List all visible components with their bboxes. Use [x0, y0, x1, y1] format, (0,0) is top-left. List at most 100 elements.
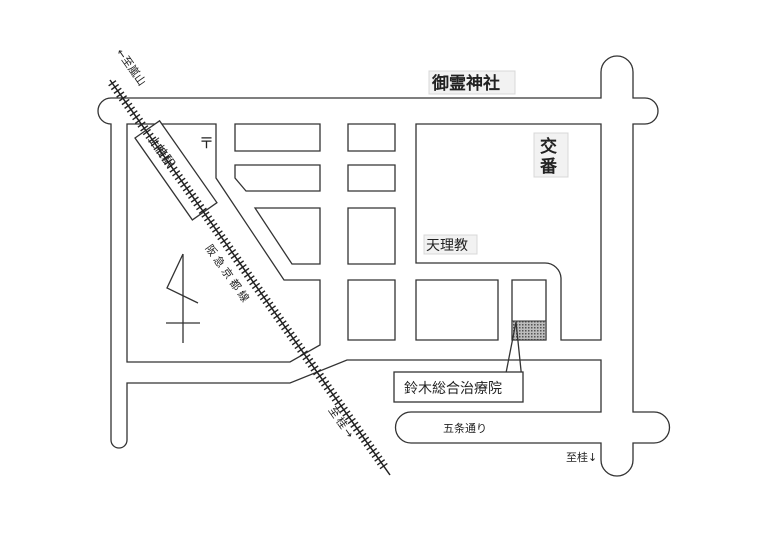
block-c1	[415, 279, 499, 341]
railway-tie	[225, 245, 234, 252]
railway-tie	[204, 215, 213, 222]
railway-tie	[193, 200, 202, 207]
railway-tie	[326, 387, 335, 395]
railway-tie	[132, 113, 141, 121]
railway-tie	[281, 324, 290, 331]
block-a3	[253, 207, 321, 265]
railway-tie	[190, 196, 199, 203]
railway-tie	[265, 301, 274, 308]
railway-tie	[198, 207, 207, 215]
railway-tie	[339, 406, 348, 413]
railway-tie	[182, 185, 191, 192]
railway-tie	[153, 143, 162, 151]
railway-tie	[366, 444, 375, 451]
railway-tie	[188, 192, 197, 200]
railway-tie	[108, 80, 117, 87]
railway-tie	[251, 282, 261, 290]
post-office-icon: 〒	[199, 134, 214, 152]
railway-tie	[172, 170, 181, 177]
block-b3	[347, 207, 396, 265]
railway-tie	[299, 350, 308, 357]
clinic-callout[interactable]	[393, 371, 524, 403]
railway-tie	[235, 260, 245, 267]
railway-tie	[180, 181, 189, 188]
railway-tie	[217, 233, 226, 241]
railway-tie	[318, 376, 327, 383]
railway-tie	[283, 327, 292, 335]
railway-tie	[134, 117, 143, 124]
railway-tie	[334, 399, 343, 406]
block-b1	[347, 123, 396, 152]
railway-tie	[166, 162, 175, 169]
block-police	[415, 123, 602, 341]
railway-tie	[206, 218, 215, 226]
railway-tie	[124, 102, 133, 109]
railway-tie	[164, 158, 173, 166]
railway-tie	[350, 421, 359, 428]
railway-tie	[246, 275, 255, 282]
railway-tie	[185, 188, 194, 196]
railway-tie	[254, 286, 263, 293]
clinic-callout-pointer	[505, 321, 523, 381]
railway-tie	[313, 369, 322, 376]
clinic-label: 鈴木総合治療院	[404, 380, 502, 397]
railway-tie	[358, 432, 367, 440]
railway-tie	[337, 402, 346, 410]
railway-tie	[222, 241, 231, 248]
railway-tie	[156, 147, 165, 154]
railway-tie	[297, 346, 306, 353]
railway-tie	[257, 290, 266, 297]
police-box-label-1: 交	[540, 136, 557, 157]
railway-tie	[259, 293, 269, 301]
railway-tie	[148, 136, 157, 143]
railway-tie	[238, 263, 247, 271]
railway-tie	[360, 436, 370, 443]
railway-tie	[363, 440, 372, 447]
railway-tie	[241, 267, 250, 275]
railway-tie	[142, 128, 151, 136]
railway-tie	[262, 297, 271, 305]
block-b4	[347, 279, 396, 341]
railway-tie	[201, 211, 210, 218]
railway-tie	[140, 125, 149, 132]
railway-tie	[371, 451, 380, 458]
railway-tie	[161, 155, 170, 162]
railway-tie	[376, 459, 386, 466]
railway-tie	[331, 395, 340, 402]
railway-tie	[305, 357, 314, 365]
railway-tie	[249, 278, 258, 286]
railway-tie	[321, 380, 330, 387]
tenrikyo-label[interactable]: 天理教	[426, 238, 468, 254]
railway-tie	[219, 237, 229, 245]
railway-tie	[329, 391, 338, 398]
railway-tie	[323, 384, 332, 391]
railway-tie	[347, 417, 356, 425]
railway-tie	[211, 226, 221, 233]
railway-tie	[289, 335, 298, 342]
railway-tie	[116, 91, 125, 98]
railway-tie	[267, 305, 277, 312]
railway-tie	[110, 83, 120, 91]
railway-tie	[126, 106, 136, 113]
shrine-label[interactable]: 御霊神社	[431, 73, 500, 94]
railway-tie	[177, 177, 186, 185]
railway-line	[108, 79, 391, 476]
railway-tie	[379, 462, 388, 470]
railway-tie	[342, 410, 351, 417]
railway-tie	[113, 87, 122, 94]
gojo-street-label: 五条通り	[443, 421, 487, 435]
railway-tie	[307, 361, 316, 368]
railway-tie	[291, 339, 300, 346]
railway-tie	[174, 173, 183, 181]
railway-tie	[368, 447, 378, 455]
railway-tie	[129, 110, 138, 117]
clinic-building[interactable]	[511, 320, 547, 341]
railway-tie	[374, 455, 383, 462]
railway-tie	[243, 271, 253, 278]
railway-tie	[137, 121, 146, 128]
railway-tie	[196, 203, 205, 211]
railway-tie	[270, 309, 279, 316]
police-box-label-2: 番	[539, 157, 558, 177]
railway-tie	[158, 151, 167, 158]
